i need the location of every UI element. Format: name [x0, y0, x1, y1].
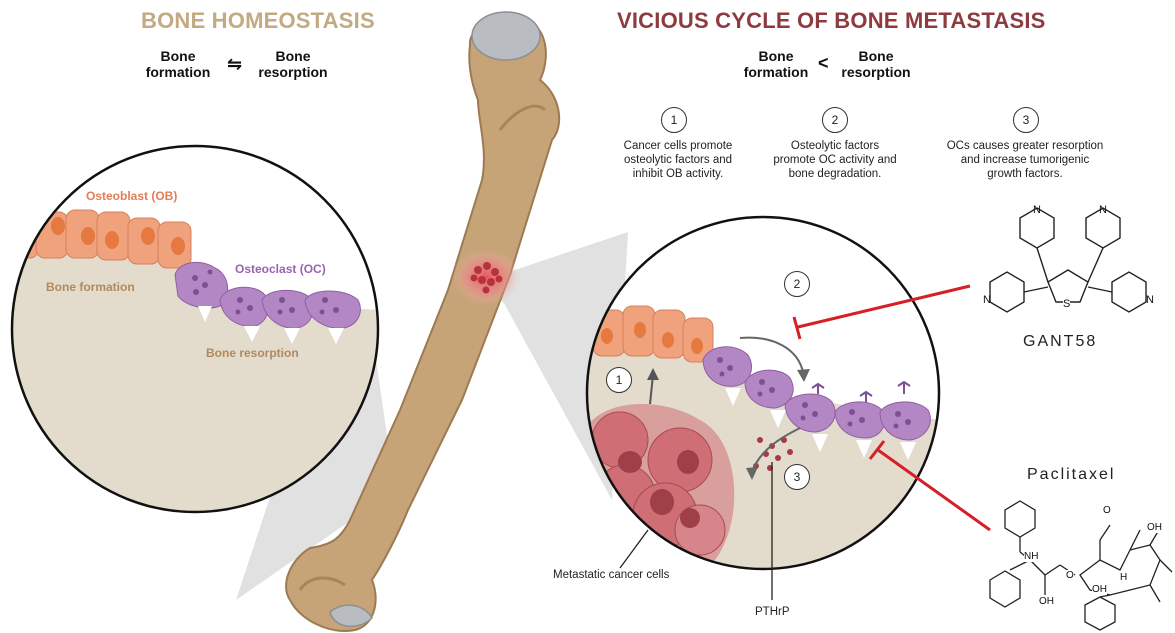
metastatic-cells-label: Metastatic cancer cells [553, 569, 669, 581]
step-2-line1: Osteolytic factors [791, 140, 879, 152]
paclitaxel-atom-oh2: OH [1039, 596, 1054, 607]
step-3-line2: and increase tumorigenic [961, 154, 1090, 166]
step-2-text: Osteolytic factors promote OC activity a… [750, 139, 920, 181]
step-3-line3: growth factors. [987, 168, 1062, 180]
vicious-cycle-title: VICIOUS CYCLE OF BONE METASTASIS [617, 8, 1046, 34]
osteoclast-label: Osteoclast (OC) [235, 262, 326, 276]
step-1-text: Cancer cells promote osteolytic factors … [593, 139, 763, 181]
right-formation-line2: formation [744, 64, 809, 80]
step-1-line3: inhibit OB activity. [633, 168, 724, 180]
pthrp-label: PTHrP [755, 606, 790, 618]
bone-resorption-label: Bone resorption [206, 346, 299, 360]
paclitaxel-atom-o1: O [1103, 505, 1111, 516]
left-bone-formation-label: Bone formation [138, 48, 218, 80]
right-resorption-line2: resorption [841, 64, 910, 80]
paclitaxel-structure [990, 501, 1172, 630]
right-bone-formation-label: Bone formation [736, 48, 816, 80]
gant58-atom-s: S [1063, 298, 1070, 310]
paclitaxel-atom-h: H [1120, 572, 1127, 583]
left-formation-line2: formation [146, 64, 211, 80]
bone-formation-label: Bone formation [46, 280, 135, 294]
paclitaxel-atom-oh1: OH [1147, 522, 1162, 533]
step-3-text: OCs causes greater resorption and increa… [935, 139, 1115, 181]
gant58-structure [990, 208, 1146, 312]
bone-metastasis-zoom [574, 210, 960, 588]
paclitaxel-label: Paclitaxel [1027, 466, 1115, 484]
step-1-line2: osteolytic factors and [624, 154, 732, 166]
circle-step-3: 3 [784, 464, 810, 490]
step-3-number: 3 [1013, 107, 1039, 133]
paclitaxel-atom-o2: O [1066, 570, 1074, 581]
left-resorption-line1: Bone [276, 48, 311, 64]
gant58-atom-n4: N [1146, 294, 1154, 306]
less-than-symbol: < [818, 53, 829, 74]
bone-homeostasis-title: BONE HOMEOSTASIS [141, 8, 375, 34]
paclitaxel-atom-oh3: OH [1092, 584, 1107, 595]
metastatic-pointer [620, 530, 648, 568]
osteoblast-label: Osteoblast (OB) [86, 189, 177, 203]
femoral-head [472, 12, 540, 60]
step-2-line2: promote OC activity and [773, 154, 896, 166]
equilibrium-symbol: ⇋ [227, 54, 242, 75]
step-3-line1: OCs causes greater resorption [947, 140, 1104, 152]
left-formation-line1: Bone [161, 48, 196, 64]
circle-step-1: 1 [606, 367, 632, 393]
right-bone-resorption-label: Bone resorption [834, 48, 918, 80]
tumor-site-glow [452, 249, 520, 305]
step-1-line1: Cancer cells promote [624, 140, 733, 152]
gant58-atom-n3: N [983, 294, 991, 306]
step-1-number: 1 [661, 107, 687, 133]
right-resorption-line1: Bone [859, 48, 894, 64]
gant58-atom-n1: N [1033, 204, 1041, 216]
step-2-number: 2 [822, 107, 848, 133]
right-formation-line1: Bone [759, 48, 794, 64]
gant58-label: GANT58 [1023, 333, 1097, 351]
left-bone-resorption-label: Bone resorption [250, 48, 336, 80]
gant58-atom-n2: N [1099, 204, 1107, 216]
circle-step-2: 2 [784, 271, 810, 297]
step-2-line3: bone degradation. [789, 168, 882, 180]
left-resorption-line2: resorption [258, 64, 327, 80]
paclitaxel-atom-nh: NH [1024, 551, 1038, 562]
